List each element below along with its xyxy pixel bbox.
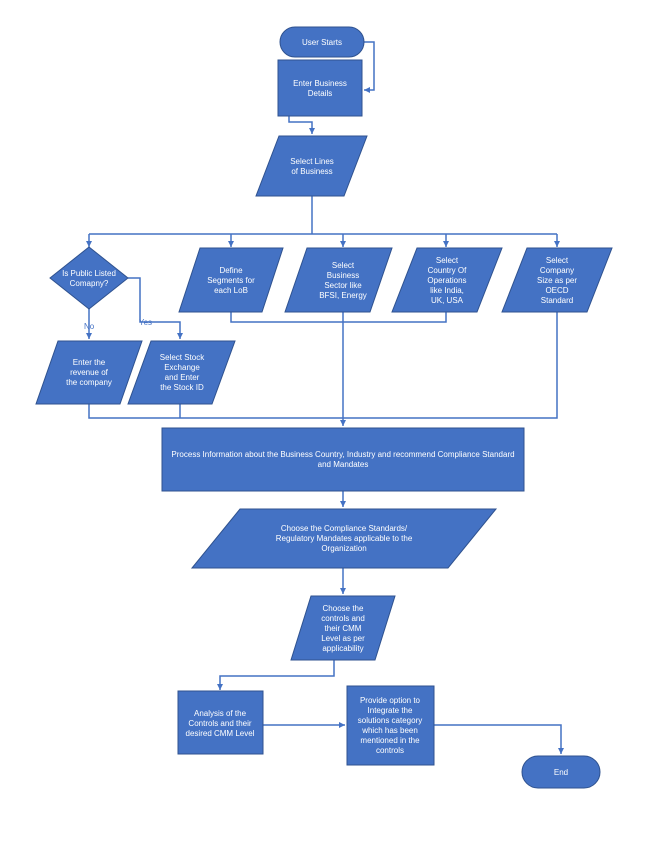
process-label: Process Information about the Business C…	[171, 450, 514, 469]
compliance-label-line: Organization	[321, 544, 366, 553]
sector-label-line: Sector like	[324, 281, 362, 290]
process-node: Process Information about the Business C…	[161, 427, 525, 492]
public-listed-label-line: Comapny?	[70, 279, 109, 288]
controls-label-line: controls and	[321, 614, 365, 623]
integrate-label-line: Integrate the	[368, 706, 413, 715]
company-size-label-line: Company	[540, 266, 574, 275]
stock-label-line: the Stock ID	[160, 383, 204, 392]
public-listed-label-line: Is Public Listed	[62, 269, 116, 278]
compliance-node: Choose the Compliance Standards/Regulato…	[190, 508, 498, 569]
integrate-label-line: which has been	[361, 726, 418, 735]
process-label-line: and Mandates	[318, 460, 369, 469]
controls-label-line: Level as per	[321, 634, 365, 643]
segments-label-line: Segments for	[207, 276, 255, 285]
country-label-line: Select	[436, 256, 459, 265]
integrate-label-line: solutions category	[358, 716, 422, 725]
country-label-line: Operations	[427, 276, 466, 285]
connector-start-to-details	[364, 41, 375, 93]
sector-label-line: Select	[332, 261, 355, 270]
sector-label-line: Business	[327, 271, 359, 280]
stock-label-line: Exchange	[164, 363, 200, 372]
analysis-label-line: Controls and their	[188, 719, 251, 728]
connector-country-join	[343, 312, 447, 323]
start-label: User Starts	[302, 38, 342, 47]
connector-controls-to-analysis	[217, 660, 335, 690]
sector-label-line: BFSI, Energy	[319, 291, 367, 300]
revenue-label-line: Enter the	[73, 358, 106, 367]
end-label-line: End	[554, 768, 568, 777]
segments-label-line: Define	[219, 266, 243, 275]
country-label-line: UK, USA	[431, 296, 464, 305]
business-details-label-line: Enter Business	[293, 79, 347, 88]
connector-row-bottom-join	[230, 312, 343, 323]
edge-label-yes: Yes	[139, 318, 152, 327]
analysis-label-line: desired CMM Level	[186, 729, 255, 738]
stock-label-line: Select Stock	[160, 353, 205, 362]
controls-label-line: Choose the	[323, 604, 364, 613]
revenue-label-line: revenue of	[70, 368, 109, 377]
process-label-line: Process Information about the Business C…	[171, 450, 514, 459]
company-size-label-line: Select	[546, 256, 569, 265]
start-label-line: User Starts	[302, 38, 342, 47]
company-size-label-line: Standard	[541, 296, 573, 305]
controls-label-line: applicability	[322, 644, 363, 653]
start-node: User Starts	[279, 26, 365, 58]
lines-of-business-label-line: of Business	[291, 167, 332, 176]
integrate-label-line: controls	[376, 746, 404, 755]
company-size-label-line: OECD	[545, 286, 568, 295]
integrate-label-line: mentioned in the	[360, 736, 420, 745]
connector-bottom-bar	[88, 312, 558, 419]
country-label-line: Country Of	[428, 266, 467, 275]
lines-of-business-label-line: Select Lines	[290, 157, 334, 166]
edge-label-no: No	[84, 322, 95, 331]
connectors	[86, 41, 564, 754]
compliance-label: Choose the Compliance Standards/Regulato…	[276, 524, 413, 553]
company-size-label-line: Size as per	[537, 276, 577, 285]
country-label-line: like India,	[430, 286, 464, 295]
end-node: End	[521, 755, 601, 789]
connector-yes-branch	[128, 277, 183, 339]
stock-label-line: and Enter	[165, 373, 200, 382]
analysis-label-line: Analysis of the	[194, 709, 247, 718]
compliance-label-line: Regulatory Mandates applicable to the	[276, 534, 413, 543]
end-label: End	[554, 768, 568, 777]
controls-label-line: their CMM	[325, 624, 362, 633]
revenue-label-line: the company	[66, 378, 112, 387]
segments-label-line: each LoB	[214, 286, 248, 295]
business-details-label-line: Details	[308, 89, 332, 98]
integrate-label-line: Provide option to	[360, 696, 421, 705]
connector-integrate-to-end	[434, 724, 564, 754]
compliance-label-line: Choose the Compliance Standards/	[281, 524, 408, 533]
